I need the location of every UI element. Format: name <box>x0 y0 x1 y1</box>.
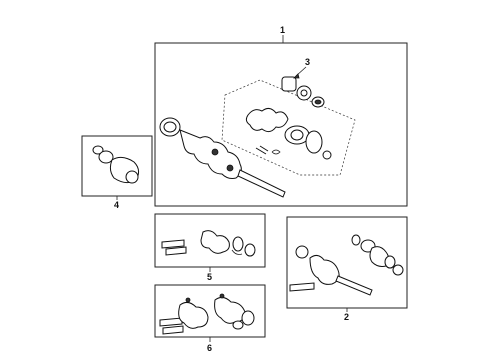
cv-joint-icon <box>92 145 140 184</box>
group-1-frame <box>154 42 408 207</box>
boot-kit-icon <box>161 230 256 257</box>
callout-3-parts <box>281 76 325 108</box>
callout-1: 1 <box>280 25 285 35</box>
callout-2: 2 <box>344 312 349 322</box>
boot-kit-icon <box>159 293 255 335</box>
group-5-boot-kit: 5 <box>154 213 266 282</box>
callout-4: 4 <box>114 200 119 210</box>
group-4-outer-joint: 4 <box>81 135 153 210</box>
callout-5: 5 <box>207 272 212 282</box>
axle-shaft-icon <box>289 234 404 296</box>
group-2-shaft-assembly: 2 <box>286 216 408 322</box>
callout-6: 6 <box>207 343 212 353</box>
group-1-axle-assembly: 1 3 <box>154 25 408 207</box>
boot-clamp-icon <box>281 76 297 92</box>
exploded-view-outline <box>221 79 356 176</box>
group-6-boot-kit: 6 <box>154 284 266 353</box>
axle-shaft-icon <box>159 117 286 198</box>
inner-boot-kit-icon <box>245 107 332 160</box>
callout-3: 3 <box>305 57 310 67</box>
